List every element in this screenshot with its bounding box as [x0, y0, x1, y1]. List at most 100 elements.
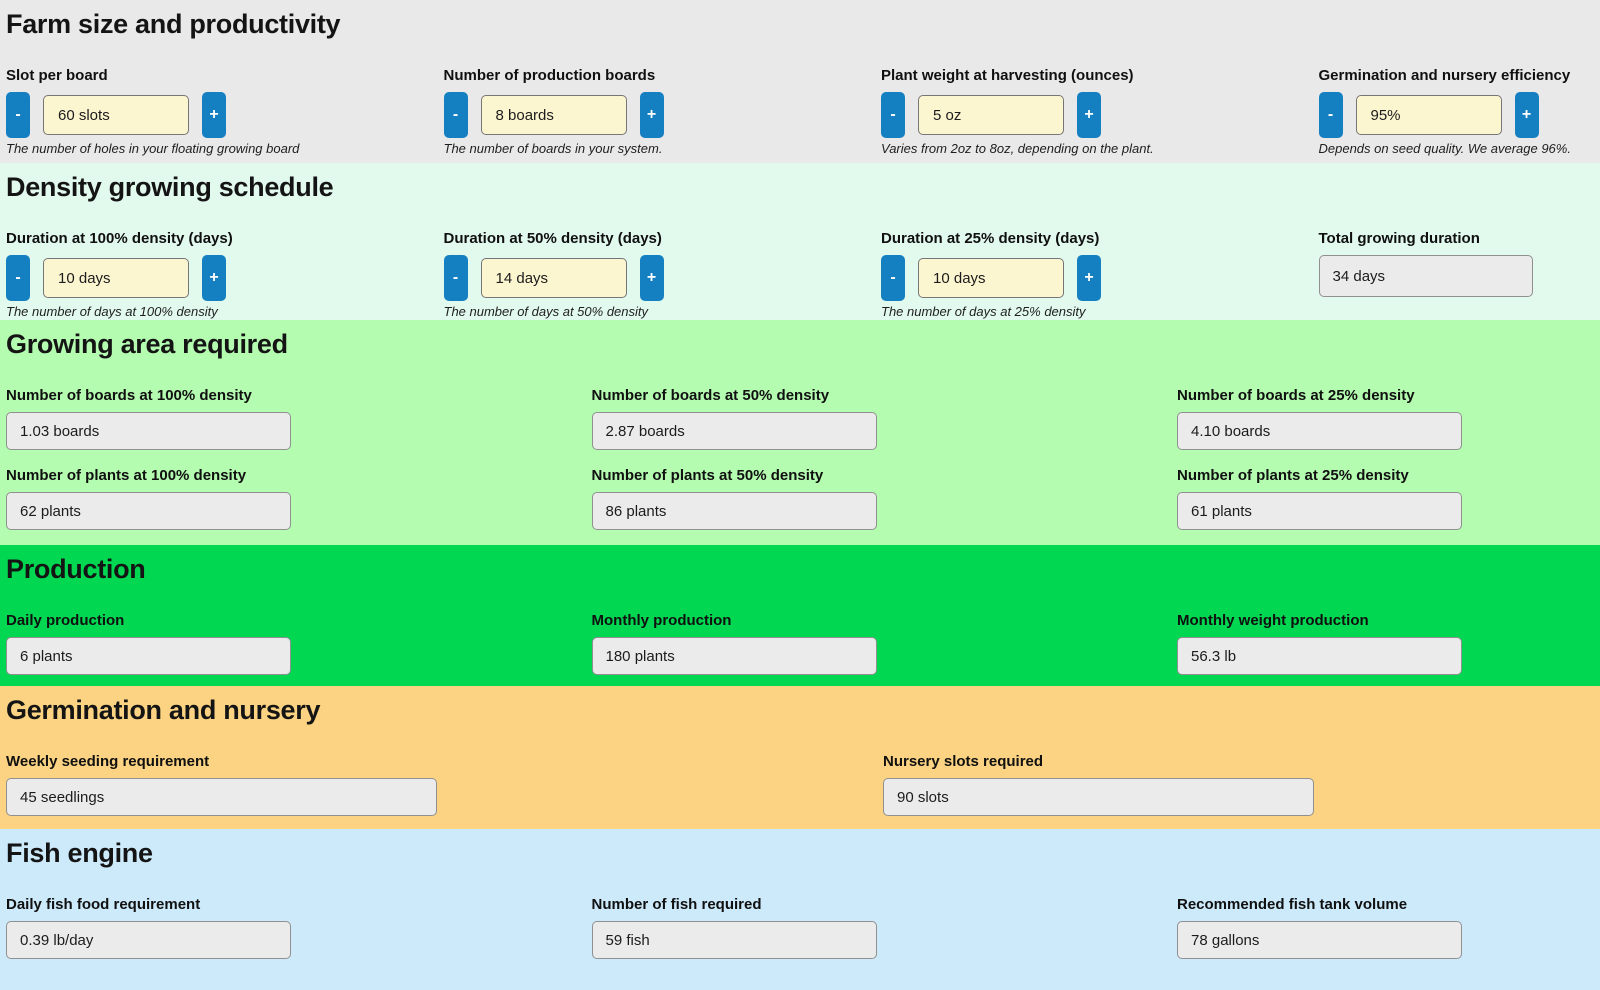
- decrement-button[interactable]: -: [881, 255, 905, 301]
- plants-25-output: [1177, 492, 1462, 530]
- section-farm-size: Farm size and productivity Slot per boar…: [0, 0, 1600, 163]
- daily-production-output: [6, 637, 291, 675]
- nursery-slots-output: [883, 778, 1314, 816]
- duration-50-stepper: - +: [443, 255, 882, 301]
- field-label: Number of fish required: [591, 896, 762, 913]
- decrement-button[interactable]: -: [6, 92, 30, 138]
- section-title: Fish engine: [6, 838, 153, 868]
- field-plant-weight: Plant weight at harvesting (ounces) - + …: [881, 66, 1319, 157]
- section-density-schedule: Density growing schedule Duration at 100…: [0, 163, 1600, 320]
- plant-weight-input[interactable]: [918, 95, 1064, 135]
- plant-weight-stepper: - +: [881, 92, 1319, 138]
- decrement-button[interactable]: -: [881, 92, 905, 138]
- field-slot-per-board: Slot per board - + The number of holes i…: [6, 66, 444, 157]
- production-boards-input[interactable]: [480, 95, 627, 135]
- section-title: Germination and nursery: [6, 695, 321, 725]
- duration-25-input[interactable]: [918, 258, 1064, 298]
- field-germination-efficiency: Germination and nursery efficiency - + D…: [1318, 66, 1600, 157]
- fish-count-output: [591, 921, 877, 959]
- help-text: Varies from 2oz to 8oz, depending on the…: [881, 141, 1154, 156]
- field-boards-50: Number of boards at 50% density: [591, 386, 1178, 450]
- increment-button[interactable]: +: [1077, 255, 1101, 301]
- field-duration-50: Duration at 50% density (days) - + The n…: [443, 229, 882, 320]
- boards-100-output: [6, 412, 291, 450]
- help-text: The number of boards in your system.: [443, 141, 663, 156]
- section-germination-nursery: Germination and nursery Weekly seeding r…: [0, 686, 1600, 829]
- field-monthly-weight: Monthly weight production: [1177, 611, 1600, 675]
- field-duration-100: Duration at 100% density (days) - + The …: [6, 229, 444, 320]
- field-label: Number of boards at 25% density: [1177, 387, 1415, 404]
- germination-efficiency-stepper: - +: [1318, 92, 1600, 138]
- duration-25-stepper: - +: [881, 255, 1319, 301]
- decrement-button[interactable]: -: [1318, 92, 1343, 138]
- field-label: Number of plants at 25% density: [1177, 467, 1409, 484]
- help-text: The number of holes in your floating gro…: [6, 141, 300, 156]
- field-plants-25: Number of plants at 25% density: [1177, 466, 1600, 530]
- monthly-weight-output: [1177, 637, 1462, 675]
- field-production-boards: Number of production boards - + The numb…: [443, 66, 882, 157]
- fish-food-output: [6, 921, 291, 959]
- field-label: Number of plants at 50% density: [591, 467, 824, 484]
- production-boards-stepper: - +: [443, 92, 882, 138]
- plants-50-output: [591, 492, 877, 530]
- field-label: Number of plants at 100% density: [6, 467, 247, 484]
- field-nursery-slots: Nursery slots required: [883, 752, 1600, 816]
- duration-100-input[interactable]: [43, 258, 189, 298]
- field-label: Number of production boards: [443, 67, 656, 84]
- field-label: Number of boards at 100% density: [6, 387, 252, 404]
- field-weekly-seeding: Weekly seeding requirement: [6, 752, 883, 816]
- field-label: Duration at 25% density (days): [881, 230, 1100, 247]
- field-plants-50: Number of plants at 50% density: [591, 466, 1178, 530]
- decrement-button[interactable]: -: [443, 92, 468, 138]
- slot-per-board-stepper: - +: [6, 92, 444, 138]
- increment-button[interactable]: +: [639, 92, 664, 138]
- field-label: Total growing duration: [1318, 230, 1480, 247]
- field-label: Monthly weight production: [1177, 612, 1369, 629]
- slot-per-board-input[interactable]: [43, 95, 189, 135]
- help-text: The number of days at 50% density: [443, 304, 649, 319]
- duration-100-stepper: - +: [6, 255, 444, 301]
- field-label: Monthly production: [591, 612, 732, 629]
- help-text: Depends on seed quality. We average 96%.: [1318, 141, 1571, 156]
- field-label: Number of boards at 50% density: [591, 387, 830, 404]
- section-fish-engine: Fish engine Daily fish food requirement …: [0, 829, 1600, 990]
- field-label: Duration at 100% density (days): [6, 230, 233, 247]
- weekly-seeding-output: [6, 778, 437, 816]
- increment-button[interactable]: +: [1077, 92, 1101, 138]
- field-label: Recommended fish tank volume: [1177, 896, 1408, 913]
- monthly-production-output: [591, 637, 877, 675]
- section-title: Farm size and productivity: [6, 9, 341, 39]
- field-boards-100: Number of boards at 100% density: [6, 386, 592, 450]
- increment-button[interactable]: +: [639, 255, 664, 301]
- section-title: Density growing schedule: [6, 172, 334, 202]
- germination-efficiency-input[interactable]: [1355, 95, 1502, 135]
- field-label: Weekly seeding requirement: [6, 753, 210, 770]
- section-growing-area: Growing area required Number of boards a…: [0, 320, 1600, 545]
- tank-volume-output: [1177, 921, 1462, 959]
- boards-50-output: [591, 412, 877, 450]
- field-plants-100: Number of plants at 100% density: [6, 466, 592, 530]
- section-title: Production: [6, 554, 146, 584]
- field-fish-food: Daily fish food requirement: [6, 895, 592, 959]
- total-duration-output: [1318, 255, 1533, 297]
- field-tank-volume: Recommended fish tank volume: [1177, 895, 1600, 959]
- boards-25-output: [1177, 412, 1462, 450]
- field-label: Plant weight at harvesting (ounces): [881, 67, 1134, 84]
- decrement-button[interactable]: -: [443, 255, 468, 301]
- decrement-button[interactable]: -: [6, 255, 30, 301]
- field-label: Slot per board: [6, 67, 108, 84]
- field-label: Duration at 50% density (days): [443, 230, 662, 247]
- field-boards-25: Number of boards at 25% density: [1177, 386, 1600, 450]
- increment-button[interactable]: +: [1514, 92, 1539, 138]
- field-monthly-production: Monthly production: [591, 611, 1178, 675]
- plants-100-output: [6, 492, 291, 530]
- field-label: Nursery slots required: [883, 753, 1044, 770]
- increment-button[interactable]: +: [202, 255, 226, 301]
- field-duration-25: Duration at 25% density (days) - + The n…: [881, 229, 1319, 320]
- field-label: Daily fish food requirement: [6, 896, 201, 913]
- help-text: The number of days at 100% density: [6, 304, 218, 319]
- duration-50-input[interactable]: [480, 258, 627, 298]
- increment-button[interactable]: +: [202, 92, 226, 138]
- field-label: Daily production: [6, 612, 125, 629]
- field-fish-count: Number of fish required: [591, 895, 1178, 959]
